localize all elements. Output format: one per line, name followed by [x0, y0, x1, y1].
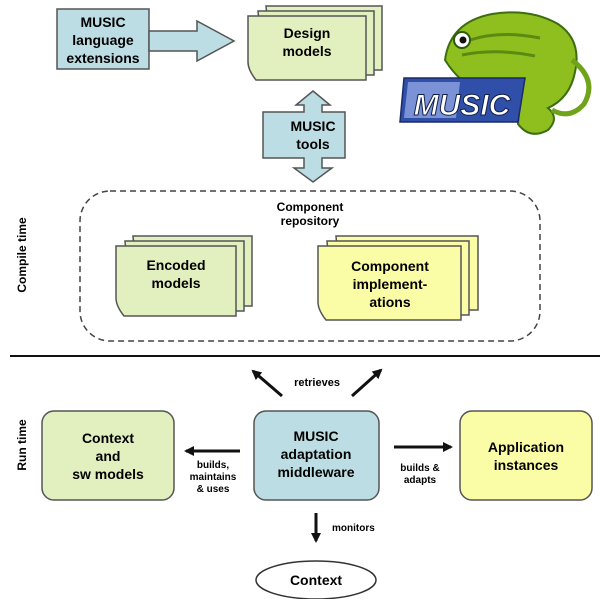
retrieves-arrow-right	[350, 368, 383, 398]
design-models-box: Design models	[247, 5, 383, 81]
music-tools-line2: tools	[296, 136, 330, 152]
language-extensions-box: MUSIC language extensions	[56, 8, 150, 70]
builds-adapts-line1: builds &	[400, 463, 439, 474]
language-extensions-line3: extensions	[66, 50, 139, 66]
encoded-models-line1: Encoded	[146, 257, 205, 273]
language-extensions-line1: MUSIC	[80, 14, 125, 30]
builds-maintains-line1: builds,	[197, 460, 229, 471]
builds-adapts-line2: adapts	[404, 475, 437, 486]
middleware-line2: adaptation	[281, 446, 352, 462]
context-models-line1: Context	[82, 430, 134, 446]
repository-label-line2: repository	[281, 214, 340, 228]
builds-maintains-line3: & uses	[197, 484, 230, 495]
language-extensions-line2: language	[72, 32, 134, 48]
encoded-models-line2: models	[151, 275, 200, 291]
component-implementations-box: Component implement- ations	[317, 235, 479, 321]
builds-maintains-line2: maintains	[190, 472, 237, 483]
application-instances-box: Application instances	[459, 410, 593, 501]
run-time-label: Run time	[15, 419, 29, 471]
retrieves-arrow-left	[251, 369, 283, 398]
component-impl-line2: implement-	[353, 276, 428, 292]
music-logo-text: MUSIC	[414, 89, 512, 122]
retrieves-label: retrieves	[294, 377, 340, 389]
tools-vertical-arrow	[262, 90, 346, 183]
middleware-line3: middleware	[277, 464, 354, 480]
application-instances-line2: instances	[494, 457, 559, 473]
context-models-box: Context and sw models	[41, 410, 175, 501]
monitors-label: monitors	[332, 523, 375, 534]
design-models-line2: models	[282, 43, 331, 59]
context-models-line3: sw models	[72, 466, 144, 482]
encoded-models-box: Encoded models	[115, 235, 253, 317]
component-repository	[79, 190, 541, 342]
application-instances-line1: Application	[488, 439, 564, 455]
music-logo: MUSIC	[399, 11, 592, 135]
design-models-line1: Design	[284, 25, 331, 41]
context-node: Context	[255, 560, 377, 599]
context-label: Context	[290, 572, 342, 588]
compile-time-label: Compile time	[15, 217, 29, 293]
music-tools-line1: MUSIC	[290, 118, 335, 134]
repository-label-line1: Component	[277, 200, 344, 214]
middleware-line1: MUSIC	[293, 428, 338, 444]
context-models-line2: and	[96, 448, 121, 464]
extensions-to-design-arrow	[148, 19, 236, 63]
middleware-box: MUSIC adaptation middleware	[253, 410, 380, 501]
component-impl-line1: Component	[351, 258, 429, 274]
component-impl-line3: ations	[369, 294, 410, 310]
